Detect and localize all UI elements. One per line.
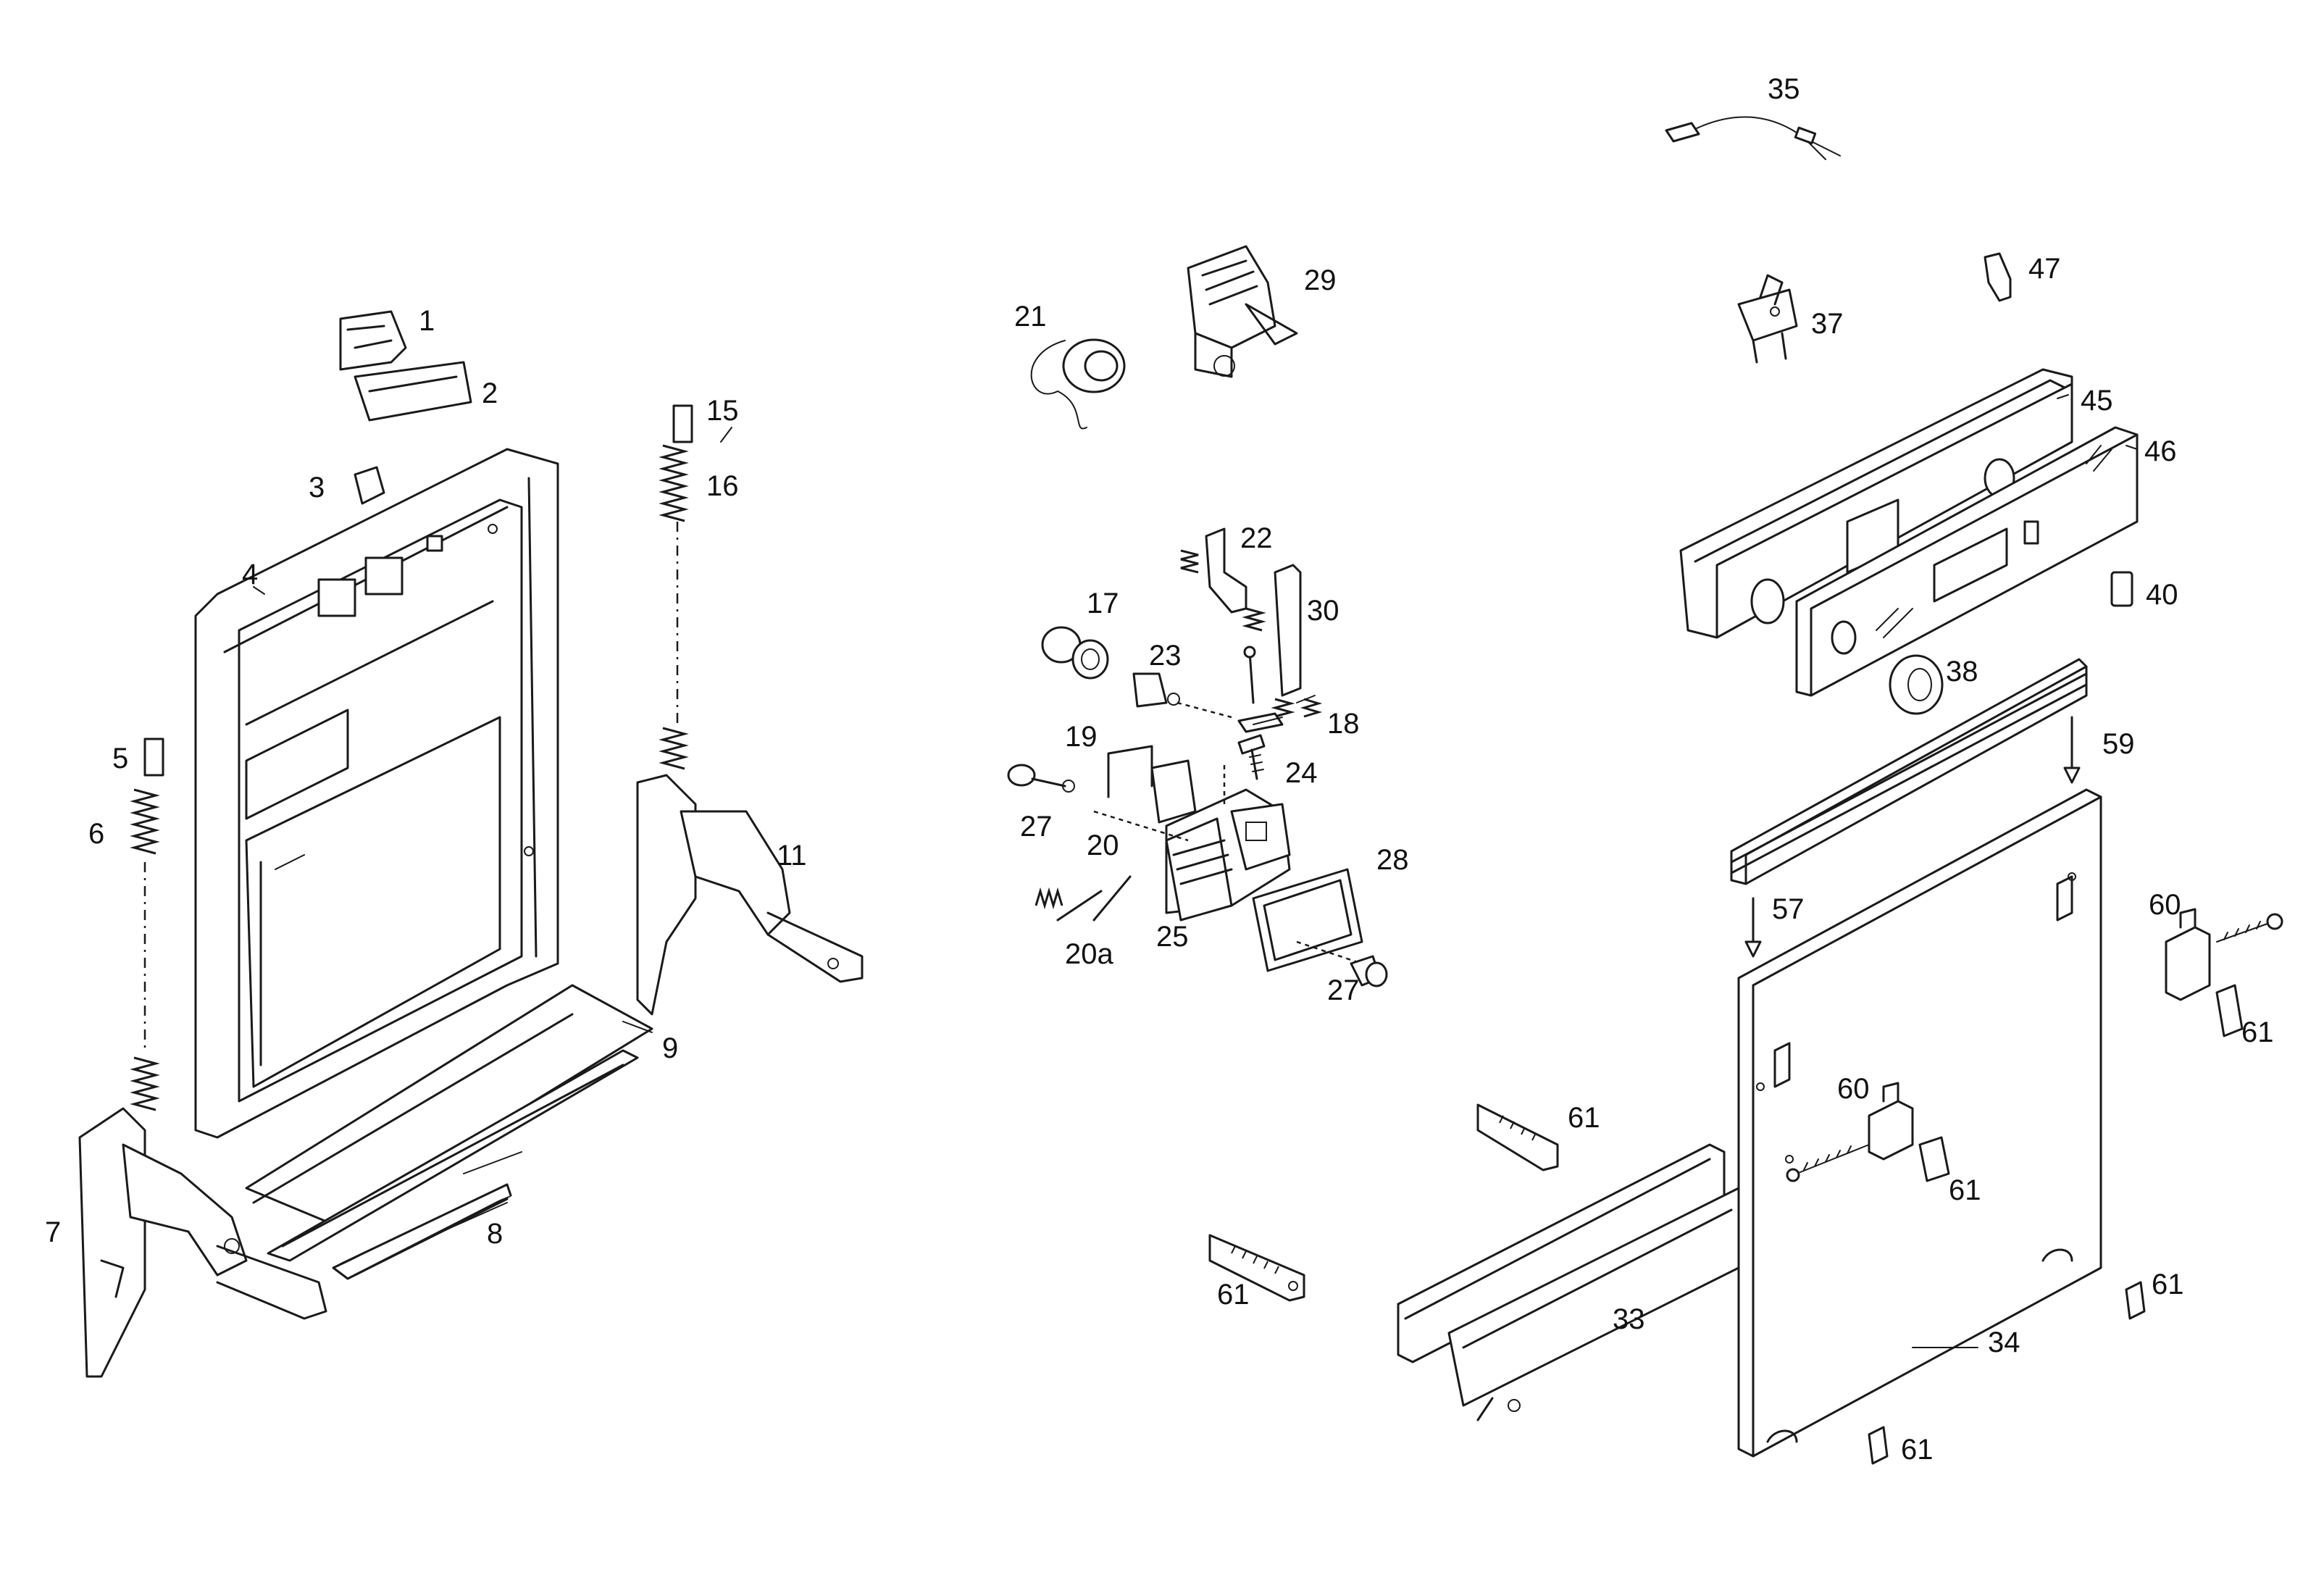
screw-59: [2063, 716, 2081, 784]
label-27-left: 27: [1020, 811, 1053, 843]
label-4: 4: [242, 559, 258, 590]
kickplate: [1397, 1143, 1740, 1421]
label-34: 34: [1988, 1327, 2020, 1358]
label-27-right: 27: [1327, 974, 1360, 1006]
label-25: 25: [1156, 921, 1189, 953]
clip-61-rail-bottom: [1208, 1234, 1305, 1302]
wire-bracket: [1107, 745, 1153, 798]
small-clip: [1984, 252, 2012, 302]
label-29: 29: [1304, 264, 1337, 296]
label-61-center: 61: [1949, 1174, 1981, 1206]
label-35: 35: [1768, 73, 1800, 105]
label-3: 3: [309, 472, 325, 504]
door-clip: [354, 466, 385, 505]
hinge-bracket-right: [2165, 908, 2283, 1001]
label-61-corner: 61: [2152, 1269, 2184, 1300]
label-21: 21: [1014, 301, 1047, 333]
label-18: 18: [1327, 708, 1360, 740]
label-60-center: 60: [1837, 1073, 1870, 1105]
right-hinge: [636, 774, 864, 1016]
door-lock: [1093, 761, 1291, 922]
label-2: 2: [482, 377, 498, 409]
label-46: 46: [2144, 435, 2177, 467]
bottom-trim: [245, 984, 653, 1262]
label-5: 5: [112, 743, 128, 774]
label-60-right: 60: [2149, 889, 2181, 921]
screw-57: [1744, 897, 1762, 958]
leader-lines: [253, 394, 2138, 1348]
part-number-labels: 1 2 3 4 5 6 7 8 9 11 15 16 17 18 19 20 2…: [45, 73, 2274, 1466]
label-19: 19: [1065, 721, 1098, 753]
label-9: 9: [662, 1032, 678, 1064]
contact-springs: [1034, 875, 1132, 922]
hook-right: [1350, 955, 1388, 987]
clip-61-bottom: [1868, 1426, 1889, 1465]
thermo-cable: [1665, 116, 1841, 160]
label-61-rail-top: 61: [1568, 1102, 1600, 1134]
label-24: 24: [1285, 757, 1318, 789]
lock-plate: [1150, 759, 1197, 824]
label-47: 47: [2028, 253, 2061, 285]
label-59: 59: [2102, 728, 2135, 760]
left-hinge: [78, 1107, 327, 1378]
switch-bracket: [1737, 274, 1798, 364]
motor-drum: [1030, 338, 1126, 430]
label-8: 8: [487, 1218, 503, 1250]
left-door-spring: [130, 738, 164, 1111]
label-7: 7: [45, 1216, 61, 1248]
label-15: 15: [706, 395, 739, 427]
label-20a: 20a: [1065, 938, 1113, 970]
label-61-right: 61: [2241, 1016, 2274, 1048]
label-37: 37: [1811, 308, 1844, 340]
timer-switch: [1187, 245, 1298, 378]
clip-61-center: [1918, 1136, 1950, 1182]
top-trim-rail: [1730, 658, 2088, 885]
lock-frame: [1252, 868, 1363, 972]
label-61-rail-bottom: 61: [1217, 1279, 1250, 1311]
label-28: 28: [1376, 844, 1409, 876]
bottom-strip: [332, 1183, 512, 1280]
right-door-spring: [659, 404, 693, 770]
hinge-bracket-center: [1786, 1082, 1914, 1182]
label-6: 6: [88, 818, 104, 850]
hook-left: [1007, 764, 1075, 793]
label-1: 1: [419, 305, 435, 337]
label-61-bottom: 61: [1901, 1434, 1934, 1466]
knob-parts: [1041, 626, 1232, 719]
label-38: 38: [1946, 656, 1978, 688]
label-17: 17: [1087, 588, 1119, 619]
label-16: 16: [706, 470, 739, 502]
label-57: 57: [1772, 893, 1805, 925]
front-fascia: [1795, 426, 2139, 697]
button-cap: [2110, 571, 2133, 607]
lock-levers: [1180, 527, 1323, 718]
label-33: 33: [1613, 1303, 1645, 1335]
label-45: 45: [2081, 385, 2113, 417]
label-30: 30: [1307, 595, 1339, 627]
label-20: 20: [1087, 830, 1119, 861]
clip-61-rail-top: [1476, 1103, 1559, 1171]
label-11: 11: [777, 840, 807, 872]
label-22: 22: [1240, 522, 1273, 554]
clip-61-right: [2215, 984, 2244, 1037]
clip-61-corner: [2125, 1281, 2146, 1320]
inner-door-frame: [194, 448, 559, 1139]
label-40: 40: [2146, 579, 2178, 611]
label-23: 23: [1149, 640, 1182, 672]
program-knob: [1889, 654, 1944, 715]
latch-bracket: [339, 310, 472, 422]
outer-door-panel: [1737, 788, 2102, 1458]
